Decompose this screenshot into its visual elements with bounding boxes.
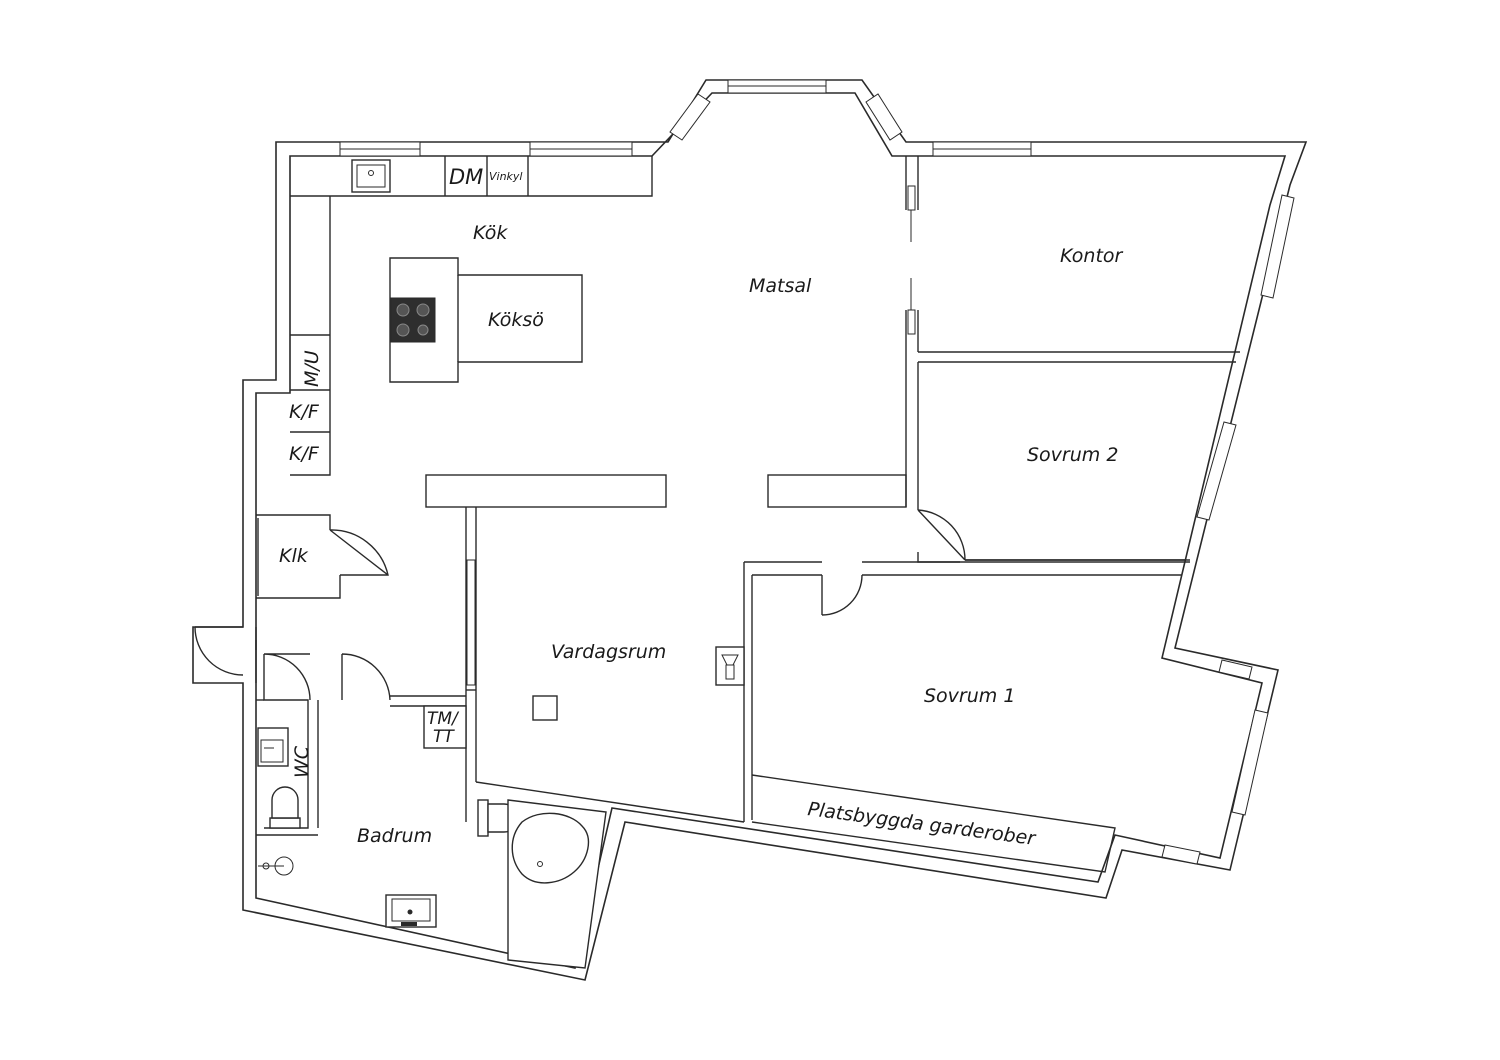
room-label-sovrum2: Sovrum 2	[1027, 444, 1118, 466]
label-dm: DM	[449, 165, 483, 189]
kitchen-counters	[290, 156, 653, 476]
label-vinkyl: Vinkyl	[489, 170, 523, 183]
bathroom-fixtures	[257, 727, 607, 969]
label-kf-1: K/F	[289, 401, 320, 423]
label-tt: TT	[433, 727, 455, 747]
room-label-matsal: Matsal	[749, 275, 812, 297]
toilet-icon	[269, 786, 301, 829]
bathroom-sink-icon	[385, 894, 437, 928]
shower-icon	[258, 856, 294, 876]
room-label-kok: Kök	[473, 222, 508, 244]
interior-walls	[255, 156, 1240, 873]
wardrobe-outline	[751, 774, 1116, 873]
room-label-sovrum1: Sovrum 1	[924, 685, 1015, 707]
label-kf-2: K/F	[289, 443, 320, 465]
window	[669, 93, 711, 141]
room-label-wc: WC	[291, 745, 313, 778]
room-label-kontor: Kontor	[1060, 245, 1124, 267]
kitchen-island	[389, 257, 583, 383]
sliding-door	[466, 559, 476, 686]
pillar	[532, 695, 558, 721]
washer-dryer	[423, 705, 467, 749]
doors	[194, 509, 966, 701]
room-label-vardagsrum: Vardagsrum	[551, 641, 666, 663]
window	[1260, 194, 1295, 299]
room-label-klk: Klk	[279, 545, 309, 567]
entrance-door	[194, 626, 244, 676]
bathtub-icon	[507, 799, 607, 969]
fireplace-icon	[715, 646, 745, 686]
room-label-koksö: Köksö	[488, 309, 544, 331]
label-mu: M/U	[301, 350, 323, 387]
stove-icon	[390, 297, 436, 343]
window	[1231, 709, 1269, 816]
windows	[339, 79, 1295, 865]
window	[1196, 421, 1237, 521]
window	[1161, 844, 1201, 865]
window	[865, 93, 903, 141]
room-label-badrum: Badrum	[357, 825, 432, 847]
label-tm: TM/	[427, 709, 460, 729]
window	[1218, 659, 1253, 680]
